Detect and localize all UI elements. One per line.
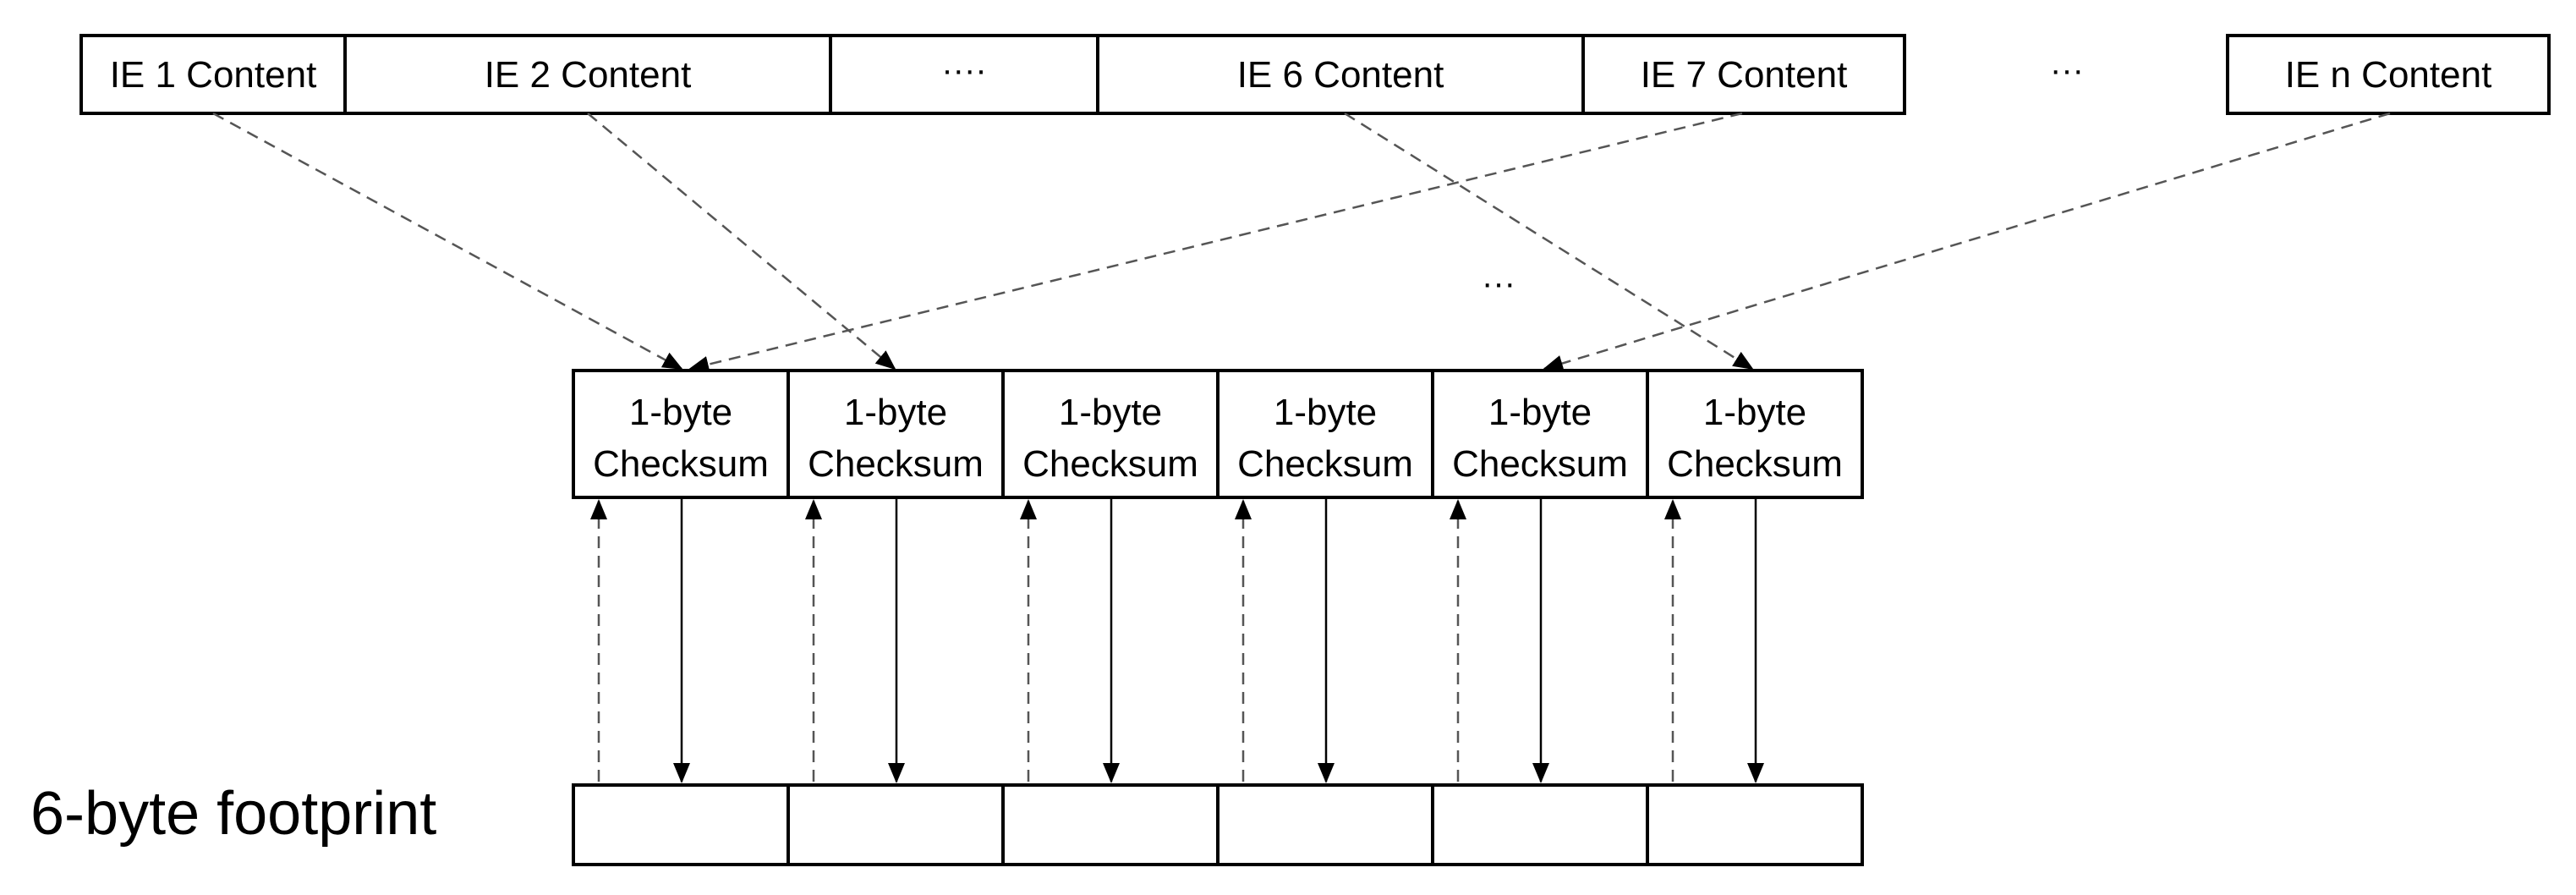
ie-gap-ellipsis: ··· xyxy=(2050,52,2084,89)
footprint-cell-6 xyxy=(1646,783,1864,866)
checksum-6-line2: Checksum xyxy=(1667,443,1843,485)
ie-2-content-block: IE 2 Content xyxy=(343,34,832,115)
ie-1-content-label: IE 1 Content xyxy=(110,54,317,96)
ie-7-content-block: IE 7 Content xyxy=(1581,34,1906,115)
checksum-3-line2: Checksum xyxy=(1022,443,1198,485)
footprint-label: 6-byte footprint xyxy=(30,780,436,848)
footprint-cell-3 xyxy=(1001,783,1219,866)
checksum-row: 1-byte Checksum 1-byte Checksum 1-byte C… xyxy=(572,369,1864,499)
checksum-2-line2: Checksum xyxy=(808,443,984,485)
checksum-1-line1: 1-byte xyxy=(629,392,732,433)
ie-6-content-block: IE 6 Content xyxy=(1096,34,1585,115)
ie-1-content-block: IE 1 Content xyxy=(79,34,347,115)
ie-to-checksum-arrows: ··· xyxy=(212,112,2391,373)
footprint-cell-5 xyxy=(1431,783,1649,866)
arrow-ie7-to-checksum1 xyxy=(688,112,1743,373)
checksum-3-line1: 1-byte xyxy=(1059,392,1162,433)
checksum-4-line2: Checksum xyxy=(1237,443,1413,485)
ie-2-content-label: IE 2 Content xyxy=(485,54,692,96)
checksum-5-line1: 1-byte xyxy=(1488,392,1592,433)
footprint-cell-4 xyxy=(1216,783,1434,866)
ie-ellipsis-block: ···· xyxy=(829,34,1099,115)
checksum-cell-6: 1-byte Checksum xyxy=(1646,369,1864,499)
ie-ellipsis-label: ···· xyxy=(941,52,986,89)
arrow-ie2-to-checksum2 xyxy=(587,113,896,371)
arrow-ie1-to-checksum1 xyxy=(212,112,683,371)
ie-n-content-label: IE n Content xyxy=(2285,54,2492,96)
arrow-ie6-to-checksum6 xyxy=(1344,112,1754,371)
checksum-cell-1: 1-byte Checksum xyxy=(572,369,790,499)
checksum-cell-4: 1-byte Checksum xyxy=(1216,369,1434,499)
checksum-footprint-arrows xyxy=(590,499,1764,783)
footprint-row: 6-byte footprint xyxy=(30,780,1864,866)
checksum-2-line1: 1-byte xyxy=(844,392,947,433)
ie-content-row: IE 1 Content IE 2 Content ···· IE 6 Cont… xyxy=(79,34,2551,115)
arrow-ien-to-checksum5 xyxy=(1543,112,2391,372)
ie-7-content-label: IE 7 Content xyxy=(1641,54,1848,96)
checksum-1-line2: Checksum xyxy=(593,443,769,485)
checksum-4-line1: 1-byte xyxy=(1274,392,1377,433)
ie-6-content-label: IE 6 Content xyxy=(1237,54,1444,96)
checksum-6-line1: 1-byte xyxy=(1703,392,1806,433)
footprint-cell-2 xyxy=(787,783,1005,866)
checksum-5-line2: Checksum xyxy=(1452,443,1628,485)
footprint-cell-1 xyxy=(572,783,790,866)
checksum-cell-3: 1-byte Checksum xyxy=(1001,369,1219,499)
ie-n-content-block: IE n Content xyxy=(2226,34,2551,115)
middle-ellipsis: ··· xyxy=(1482,265,1515,302)
checksum-cell-2: 1-byte Checksum xyxy=(787,369,1005,499)
checksum-cell-5: 1-byte Checksum xyxy=(1431,369,1649,499)
